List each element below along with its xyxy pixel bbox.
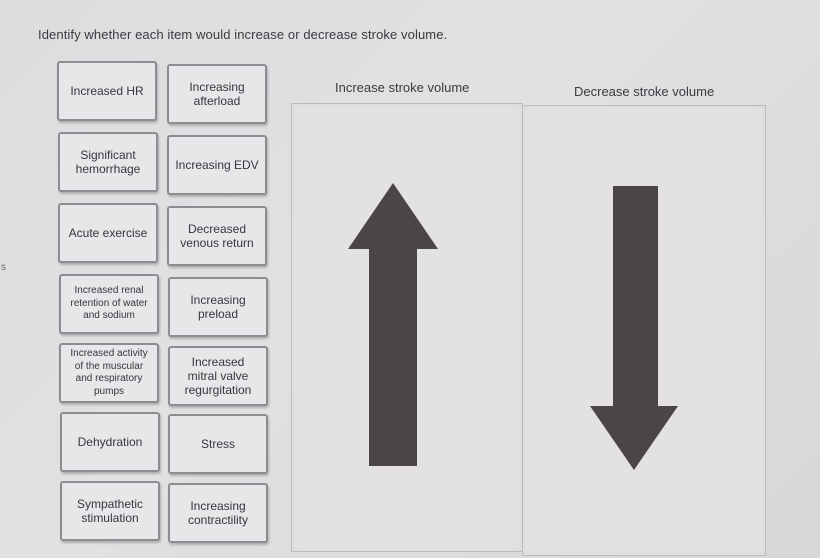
instruction-text: Identify whether each item would increas… [38, 27, 448, 42]
increase-zone-title: Increase stroke volume [335, 80, 470, 95]
drag-item-increasing-edv[interactable]: Increasing EDV [167, 135, 267, 195]
drag-item-increasing-contractility[interactable]: Increasing contractility [168, 483, 268, 543]
drag-item-significant-hemorrhage[interactable]: Significant hemorrhage [58, 132, 158, 192]
drag-item-increasing-preload[interactable]: Increasing preload [168, 277, 268, 337]
drag-item-increasing-afterload[interactable]: Increasing afterload [167, 64, 267, 124]
drag-item-stress[interactable]: Stress [168, 414, 268, 474]
edge-text-fragment: s [1, 262, 6, 273]
decrease-zone-title: Decrease stroke volume [574, 84, 715, 99]
up-arrow-icon [348, 183, 438, 466]
decrease-drop-zone[interactable] [522, 105, 766, 556]
drag-item-sympathetic-stimulation[interactable]: Sympathetic stimulation [60, 481, 160, 541]
increase-drop-zone[interactable] [291, 103, 523, 552]
drag-item-renal-retention[interactable]: Increased renal retention of water and s… [59, 274, 159, 334]
drag-item-dehydration[interactable]: Dehydration [60, 412, 160, 472]
drag-item-acute-exercise[interactable]: Acute exercise [58, 203, 158, 263]
drag-item-mitral-regurgitation[interactable]: Increased mitral valve regurgitation [168, 346, 268, 406]
drag-item-muscular-respiratory-pumps[interactable]: Increased activity of the muscular and r… [59, 343, 159, 403]
drag-item-decreased-venous-return[interactable]: Decreased venous return [167, 206, 267, 266]
down-arrow-icon [590, 186, 678, 470]
drag-item-increased-hr[interactable]: Increased HR [57, 61, 157, 121]
